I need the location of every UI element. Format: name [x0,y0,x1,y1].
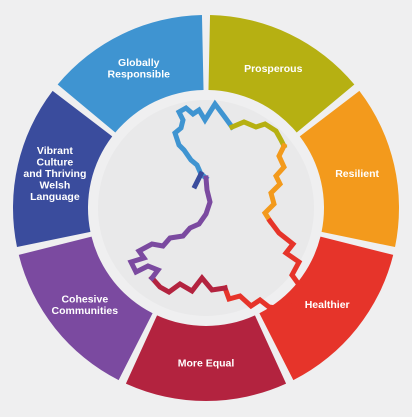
segment-label-line: Responsible [108,69,171,81]
segment-label-line: Globally [118,57,160,69]
map-edge-north-east [228,119,288,150]
segment-more-equal [125,315,287,401]
segment-label-line: More Equal [178,358,235,370]
segment-cohesive-communities [18,236,153,381]
segment-label-line: Healthier [305,299,350,311]
segment-label-line: Prosperous [244,63,303,75]
map-edge-south [148,274,228,295]
segment-label-line: Resilient [335,168,379,180]
map-edge-south-east [221,217,304,312]
map-edge-east [261,142,288,225]
segment-healthier [259,236,394,381]
map-edge-west [127,175,213,282]
segment-label-healthier: Healthier [305,299,350,311]
map-edge-north-west [172,99,236,182]
map-edge-inner [191,170,205,190]
segment-label-line: Communities [52,305,119,317]
segment-label-line: and Thriving [23,168,86,180]
segment-label-resilient: Resilient [335,168,379,180]
segment-label-more-equal: More Equal [178,358,235,370]
segment-label-line: Language [30,191,80,203]
segment-resilient [299,90,400,247]
segment-label-line: Vibrant [37,145,73,157]
segment-globally-responsible [57,15,204,133]
segment-vibrant-culture [12,90,113,247]
wales-map-outline-icon [127,99,304,312]
segment-label-line: Cohesive [61,293,108,305]
segment-label-line: Welsh [40,180,71,192]
segment-label-prosperous: Prosperous [244,63,303,75]
goal-segments [12,15,400,401]
segment-label-line: Culture [37,157,74,169]
segment-prosperous [208,15,355,133]
